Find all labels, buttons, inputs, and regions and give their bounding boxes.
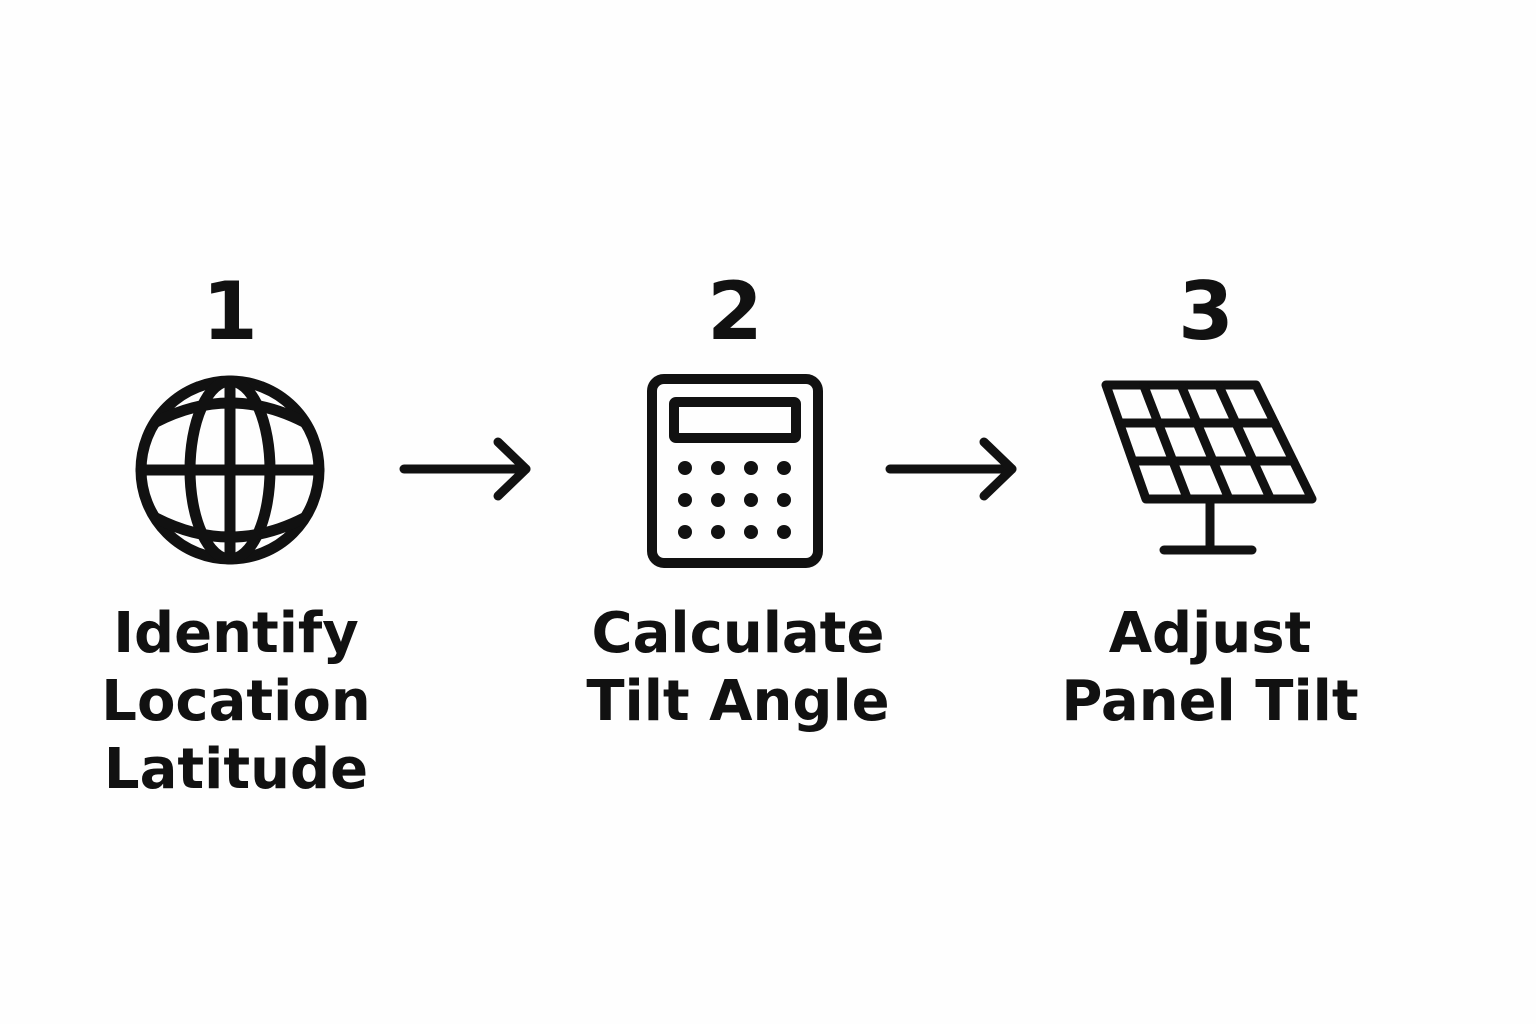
arrow-right-icon (885, 437, 1017, 501)
calculator-icon (647, 374, 823, 568)
step-1-label: Identify Location Latitude (36, 600, 436, 804)
step-3-label-line: Panel Tilt (1061, 669, 1359, 734)
step-1-label-line: Identify (113, 601, 359, 666)
step-1-number: 1 (202, 265, 258, 358)
step-1-label-line: Latitude (103, 737, 369, 802)
solar-panel-icon (1101, 380, 1317, 555)
step-3-number: 3 (1178, 265, 1234, 358)
step-3-label: Adjust Panel Tilt (1010, 600, 1410, 736)
step-2-number: 2 (707, 265, 763, 358)
step-2-label-line: Calculate (591, 601, 885, 666)
arrow-right-icon (399, 437, 531, 501)
step-2-label-line: Tilt Angle (586, 669, 890, 734)
step-2-label: Calculate Tilt Angle (538, 600, 938, 736)
globe-icon (135, 375, 325, 565)
step-3-label-line: Adjust (1108, 601, 1312, 666)
step-1-label-line: Location (101, 669, 371, 734)
